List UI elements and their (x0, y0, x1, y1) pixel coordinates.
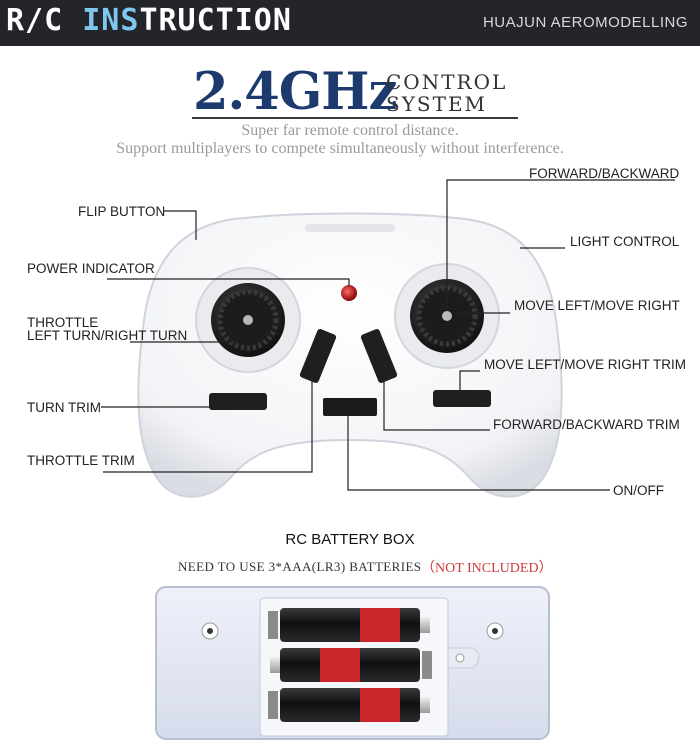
label-move-left-right-trim: MOVE LEFT/MOVE RIGHT TRIM (484, 357, 687, 372)
turn-trim-button[interactable] (209, 393, 267, 410)
label-on-off: ON/OFF (613, 483, 664, 498)
label-power-indicator: POWER INDICATOR (27, 261, 155, 276)
power-led (341, 285, 357, 301)
headline-control: CONTROL (386, 70, 508, 94)
label-forward-backward-trim: FORWARD/BACKWARD TRIM (493, 417, 680, 432)
left-stick-center (243, 315, 253, 325)
headline-subtitle-2: Support multiplayers to compete simultan… (116, 140, 564, 157)
battery-note-highlight: （NOT INCLUDED） (421, 561, 553, 576)
label-forward-backward: FORWARD/BACKWARD (529, 166, 680, 181)
controller-diagram: FLIP BUTTON POWER INDICATOR THROTTLE LEF… (0, 160, 700, 520)
controller-illustration (101, 179, 675, 498)
battery-3-tip (420, 697, 430, 713)
battery-2-stripe (320, 648, 360, 682)
header-title-part2: INS (82, 3, 140, 38)
brand-name: HUAJUN AEROMODELLING (482, 14, 688, 31)
power-switch[interactable] (323, 398, 377, 416)
battery-2-spring (422, 651, 432, 679)
move-trim-button[interactable] (433, 390, 491, 407)
label-turn-trim: TURN TRIM (27, 400, 101, 415)
battery-2-tip (270, 657, 280, 673)
headline-system: SYSTEM (386, 92, 488, 116)
screw-hole-right-center (492, 628, 498, 634)
battery-1-spring (268, 611, 278, 639)
battery-box-photo (155, 586, 550, 740)
leader-lines (101, 179, 675, 491)
battery-box-title: RC BATTERY BOX (285, 531, 415, 548)
label-throttle: THROTTLE (27, 315, 99, 330)
header-bar: R/C INSTRUCTION HUAJUN AEROMODELLING (0, 0, 700, 46)
headline-rule (192, 117, 518, 119)
header-title-part3: TRUCTION (139, 3, 292, 38)
top-panel (305, 224, 395, 232)
battery-3-stripe (360, 688, 400, 722)
controller-body (137, 212, 563, 498)
label-light-control: LIGHT CONTROL (570, 234, 680, 249)
header-title: R/C INSTRUCTION (6, 3, 292, 38)
label-move-left-right: MOVE LEFT/MOVE RIGHT (514, 298, 680, 313)
header-title-part1: R/C (6, 3, 83, 38)
screw-hole-left-center (207, 628, 213, 634)
battery-3-spring (268, 691, 278, 719)
fwd-back-trim-button[interactable] (360, 328, 398, 384)
right-stick-center (442, 311, 452, 321)
headline-frequency: 2.4GHz (193, 62, 397, 122)
label-left-right-turn: LEFT TURN/RIGHT TURN (27, 328, 188, 343)
headline-subtitle-1: Super far remote control distance. (241, 122, 459, 139)
label-throttle-trim: THROTTLE TRIM (27, 453, 135, 468)
battery-1-stripe (360, 608, 400, 642)
throttle-trim-button[interactable] (299, 328, 337, 384)
clip-hole (455, 653, 465, 663)
battery-note: NEED TO USE 3*AAA(LR3) BATTERIES (178, 559, 422, 574)
label-flip-button: FLIP BUTTON (78, 204, 166, 219)
battery-1-tip (420, 617, 430, 633)
